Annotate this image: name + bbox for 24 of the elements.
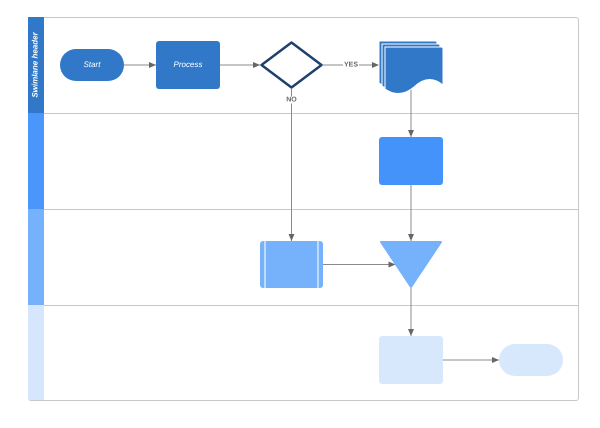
arrow (442, 357, 500, 363)
arrow (288, 88, 294, 242)
process-box (379, 336, 443, 384)
lane-header (28, 113, 44, 209)
arrow (322, 62, 380, 68)
lane-header (28, 305, 44, 400)
arrow (408, 184, 414, 242)
process-box (156, 41, 220, 89)
lane-title: Swimlane header (30, 32, 41, 98)
arrow (322, 262, 396, 268)
decision-diamond (260, 41, 323, 89)
process-box (379, 137, 443, 185)
predefined-process-box (260, 241, 323, 288)
merge-triangle (380, 241, 442, 288)
arrow (124, 62, 156, 68)
arrow (408, 88, 414, 138)
start-terminal (60, 49, 124, 81)
arrow (408, 288, 414, 336)
node-label: Start (84, 59, 100, 71)
lane-header (28, 209, 44, 305)
terminal-shape (499, 344, 563, 376)
arrow (220, 62, 260, 68)
lane-header (28, 17, 44, 113)
node-label: Process (174, 59, 202, 71)
